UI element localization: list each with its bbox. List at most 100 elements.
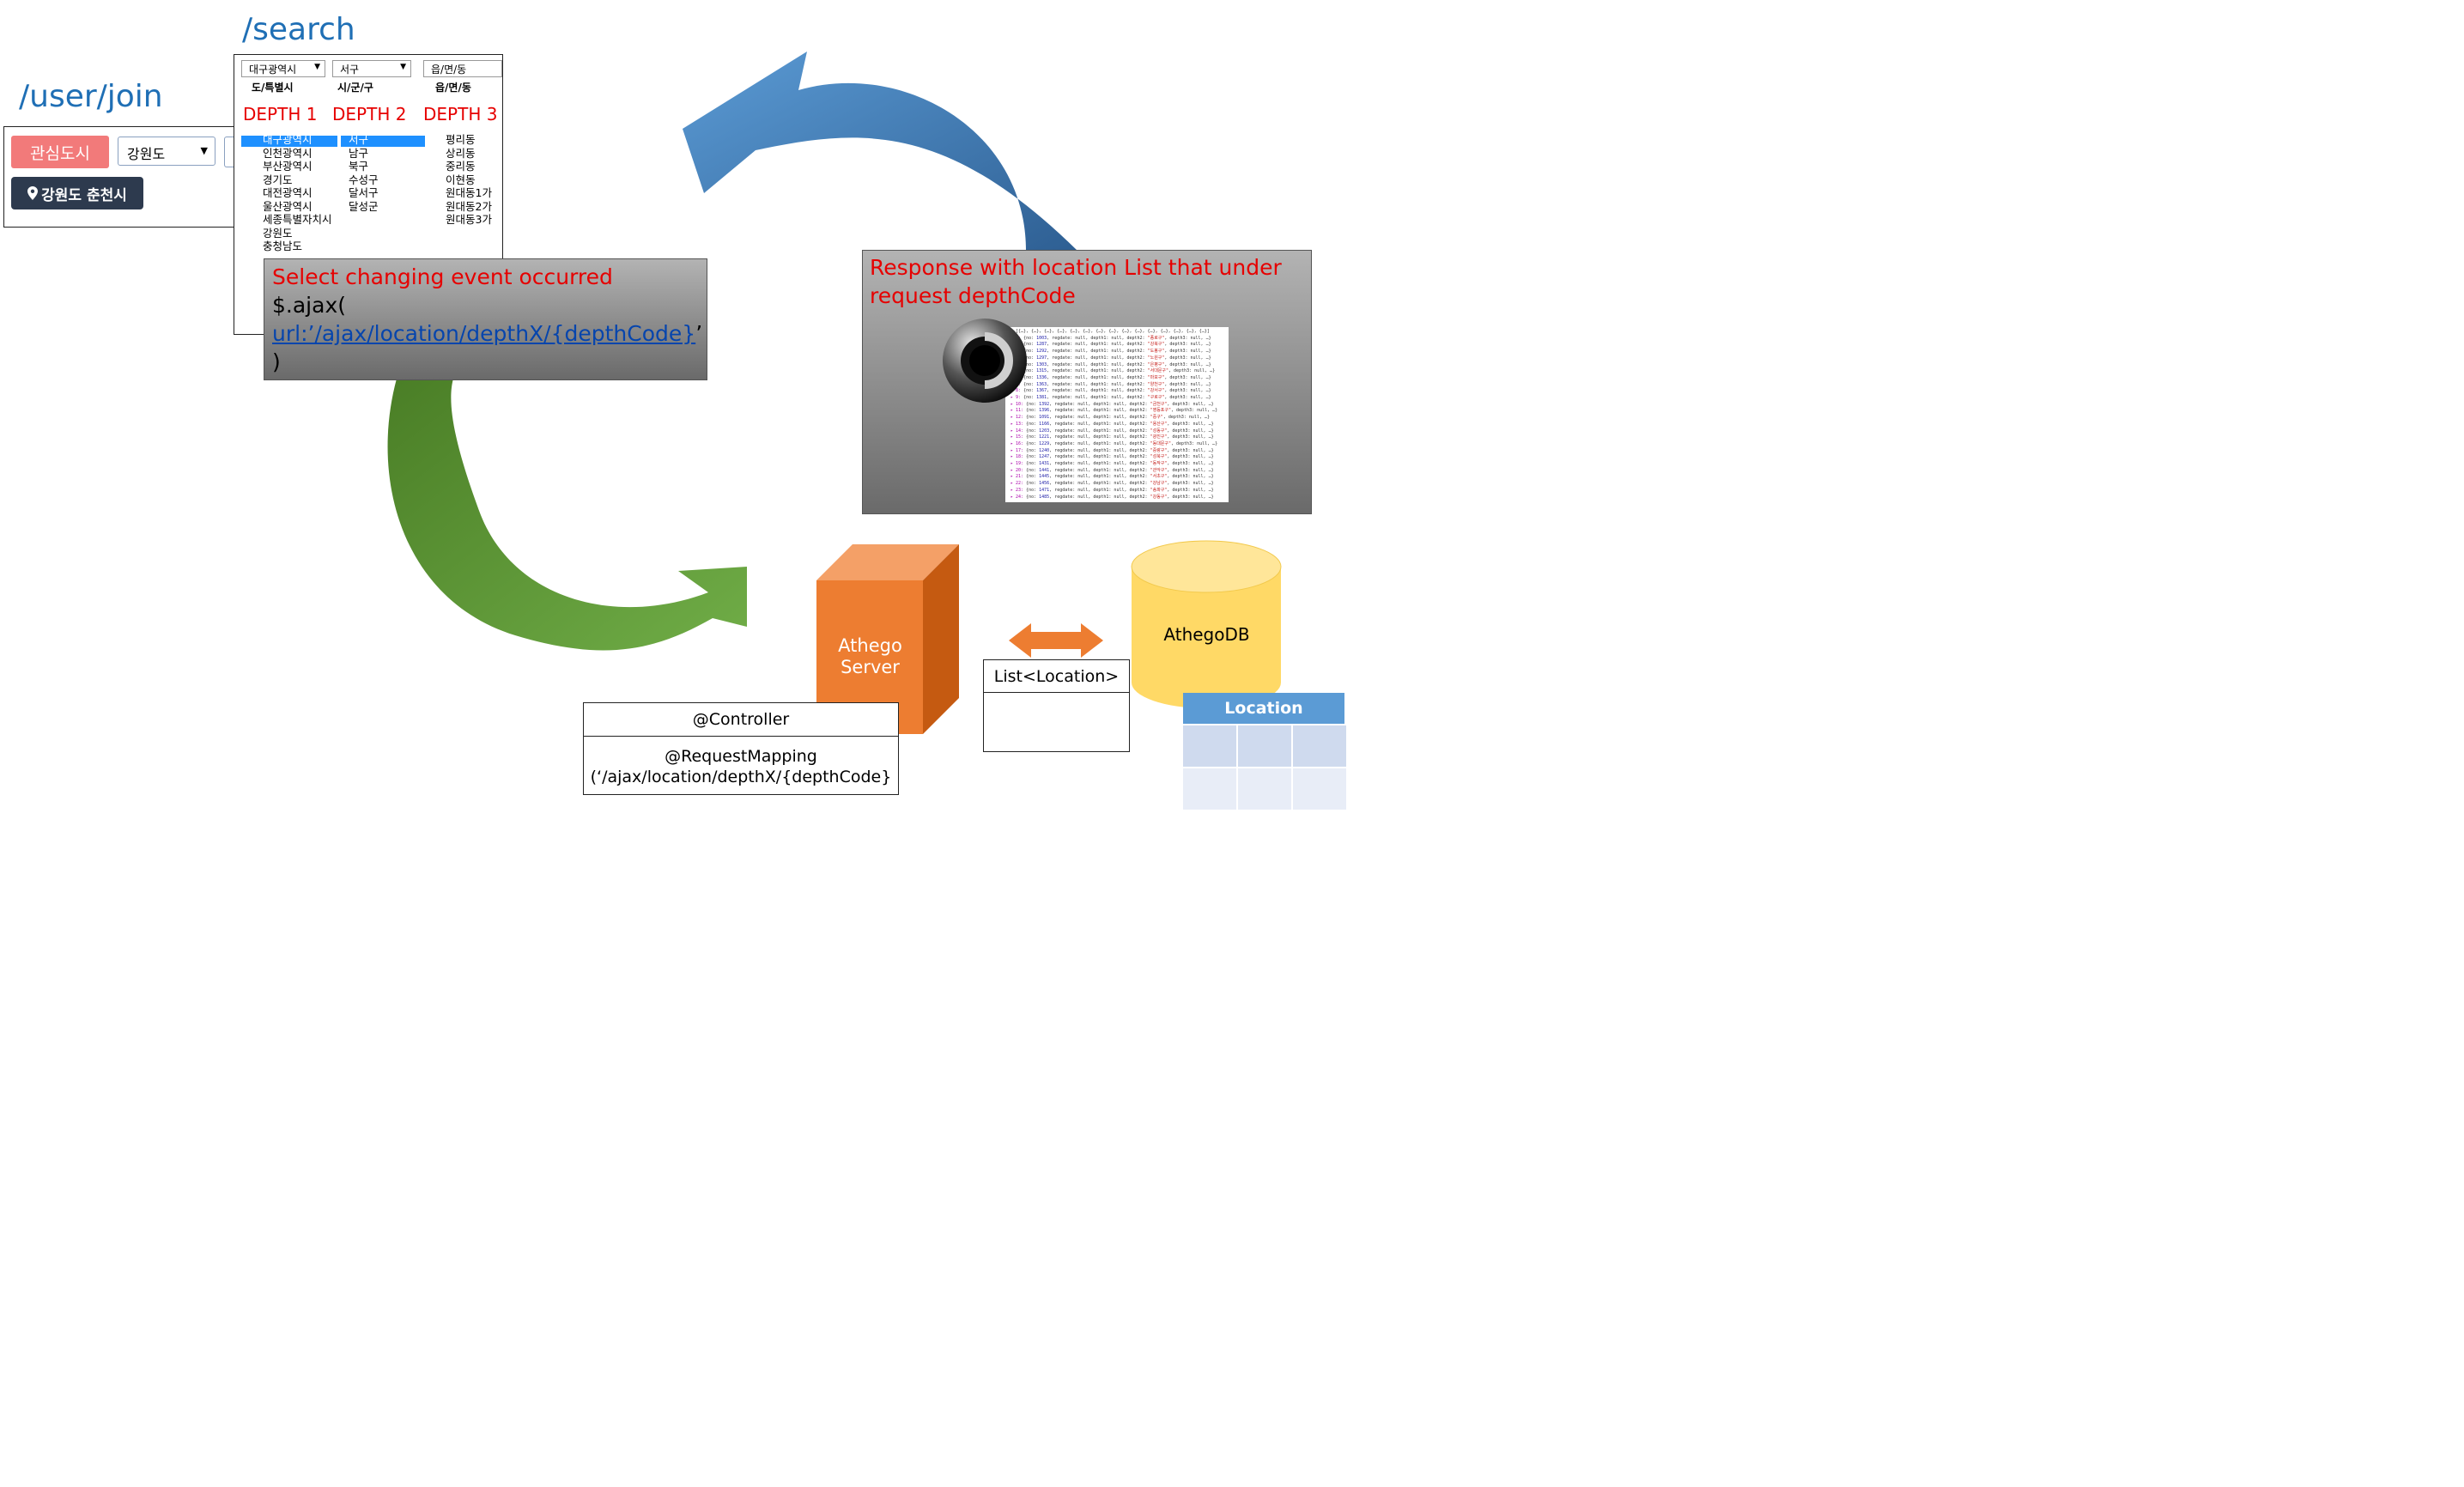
server-label: Athego Server [816,635,924,678]
location-table: Location [1183,693,1346,813]
depth1-select[interactable]: 대구광역시 ▼ [241,60,325,77]
bidirectional-arrow [1009,623,1103,658]
join-form-panel: 관심도시 강원도 ▼ 강원도 춘천시 [3,126,251,228]
list-item[interactable]: 부산광역시 [263,160,313,173]
list-item[interactable]: 울산광역시 [263,199,313,213]
request-mapping-line2: (‘/ajax/location/depthX/{depthCode} [590,768,892,786]
ajax-url-suffix: ’ [695,321,703,346]
json-logo-icon [943,319,1027,403]
depth2-select[interactable]: 서구 ▼ [332,60,411,77]
request-mapping: @RequestMapping (‘/ajax/location/depthX/… [584,737,898,787]
controller-header: @Controller [584,703,898,737]
chevron-down-icon: ▼ [400,63,406,71]
console-row: ▸ 20: {no: 1441, regdate: null, depth1: … [1010,467,1214,473]
location-table-header: Location [1183,693,1344,724]
server-cube-top [816,544,959,580]
console-row: ▸ 10: {no: 1392, regdate: null, depth1: … [1010,401,1214,407]
list-item[interactable]: 경기도 [263,173,293,186]
console-row: ▸ 9: {no: 1381, regdate: null, depth1: n… [1010,395,1211,401]
ajax-call-text: $.ajax( [272,293,346,318]
depth2-list: 서구 남구 북구 수성구 달서구 달성군 [349,133,379,213]
list-item[interactable]: 강원도 [263,226,293,240]
table-cell [1293,725,1346,767]
console-row: ▸ 8: {no: 1367, regdate: null, depth1: n… [1010,388,1211,394]
console-row: ▸ 11: {no: 1396, regdate: null, depth1: … [1010,408,1218,414]
depth1-label: DEPTH 1 [243,104,318,124]
interest-city-button[interactable]: 관심도시 [11,136,109,168]
server-cube-side [923,544,959,734]
console-row: ▸ 5: {no: 1315, regdate: null, depth1: n… [1010,368,1216,374]
list-item[interactable]: 인천광역시 [263,146,313,160]
list-item[interactable]: 평리동 [446,133,476,146]
list-item[interactable]: 충청남도 [263,240,303,252]
console-row: ▸ 21: {no: 1445, regdate: null, depth1: … [1010,474,1214,480]
server-label-line2: Server [841,657,900,677]
request-arrow [387,379,747,651]
list-item[interactable]: 달성군 [349,199,379,213]
list-item[interactable]: 대전광역시 [263,186,313,199]
depth3-select-value: 읍/면/동 [431,64,467,76]
console-row: ▸ 18: {no: 1247, regdate: null, depth1: … [1010,454,1214,460]
table-cell [1238,768,1291,810]
list-item[interactable]: 이현동 [446,173,476,186]
depth2-highlight [341,136,425,147]
table-cell [1183,725,1236,767]
depth3-list: 평리동 상리동 중리동 이현동 원대동1가 원대동2가 원대동3가 [446,133,492,227]
console-summary: ▼ [{…}, {…}, {…}, {…}, {…}, {…}, {…}, {…… [1010,329,1210,334]
console-row: ▸ 16: {no: 1229, regdate: null, depth1: … [1010,440,1218,446]
list-item[interactable]: 북구 [349,160,369,173]
console-row: ▸ 1: {no: 1287, regdate: null, depth1: n… [1010,342,1211,348]
city-badge-label: 강원도 춘천시 [41,186,127,204]
list-location-header: List<Location> [984,660,1129,693]
database-label: AthegoDB [1163,624,1250,645]
depth1-list: 대구광역시 인천광역시 부산광역시 경기도 대전광역시 울산광역시 세종특별자치… [263,133,332,253]
list-item[interactable]: 수성구 [349,173,379,186]
controller-box: @Controller @RequestMapping (‘/ajax/loca… [583,702,899,795]
ajax-url-line: url:’/ajax/location/depthX/{depthCode}’ [272,321,702,346]
ajax-request-box: Select changing event occurred $.ajax( u… [264,258,707,380]
list-item[interactable]: 원대동2가 [446,199,492,213]
request-mapping-line1: @RequestMapping [665,747,817,766]
console-row: ▸ 6: {no: 1336, regdate: null, depth1: n… [1010,374,1211,380]
table-cell [1293,768,1346,810]
table-cell [1183,768,1236,810]
province-select[interactable]: 강원도 ▼ [118,137,215,166]
list-item[interactable]: 서구 [349,133,369,146]
list-item[interactable]: 대구광역시 [263,133,313,146]
list-item[interactable]: 중리동 [446,160,476,173]
depth2-label: DEPTH 2 [332,104,407,124]
list-item[interactable]: 상리동 [446,146,476,160]
response-box: Response with location List that under r… [862,250,1312,514]
depth3-column-header: 읍/면/동 [435,82,471,94]
depth3-select[interactable]: 읍/면/동 [423,60,502,77]
province-select-value: 강원도 [127,146,166,162]
console-row: ▸ 17: {no: 1240, regdate: null, depth1: … [1010,447,1214,453]
list-item[interactable]: 달서구 [349,186,379,199]
diagram-shapes [387,52,1282,734]
depth1-column-header: 도/특별시 [252,82,294,94]
city-badge[interactable]: 강원도 춘천시 [11,177,143,209]
chevron-down-icon: ▼ [200,145,208,156]
console-output: ▼ [{…}, {…}, {…}, {…}, {…}, {…}, {…}, {…… [1005,327,1229,502]
console-row: ▸ 3: {no: 1297, regdate: null, depth1: n… [1010,355,1211,361]
chevron-down-icon: ▼ [314,63,320,71]
list-item[interactable]: 원대동1가 [446,186,492,199]
database-cylinder [1132,567,1281,708]
ajax-event-text: Select changing event occurred [272,264,613,289]
database-cylinder-top [1131,540,1282,593]
ajax-url-link[interactable]: url:’/ajax/location/depthX/{depthCode} [272,321,696,346]
map-pin-icon [27,186,39,200]
depth2-column-header: 시/군/구 [337,82,373,94]
console-row: ▸ 24: {no: 1485, regdate: null, depth1: … [1010,494,1214,500]
location-table-grid [1183,725,1346,810]
console-rows: ▸ 0: {no: 1003, regdate: null, depth1: n… [1010,336,1229,501]
console-row: ▸ 13: {no: 1166, regdate: null, depth1: … [1010,421,1214,427]
list-item[interactable]: 원대동3가 [446,213,492,226]
route-join-label: /user/join [19,79,163,114]
ajax-close-text: ) [272,349,281,374]
list-item[interactable]: 세종특별자치시 [263,213,332,226]
depth1-highlight [241,136,337,147]
console-row: ▸ 14: {no: 1203, regdate: null, depth1: … [1010,428,1214,434]
list-item[interactable]: 남구 [349,146,369,160]
table-cell [1238,725,1291,767]
